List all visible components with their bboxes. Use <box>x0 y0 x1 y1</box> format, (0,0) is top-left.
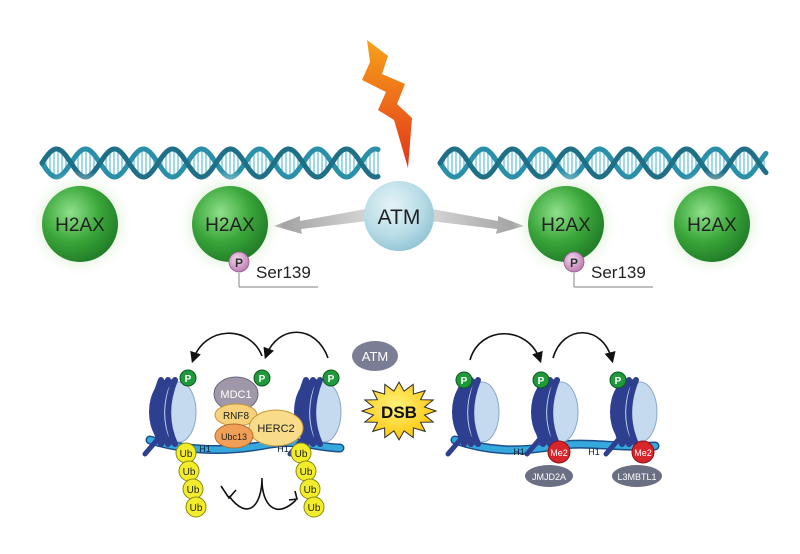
ub-bead: Ub <box>295 460 317 482</box>
phospho-ser139-left: P Ser139 <box>228 251 318 288</box>
me2-label: Me2 <box>634 448 652 458</box>
nucleosome-2 <box>287 377 342 457</box>
mdc1-rnf8-complex: MDC1 RNF8 HERC2 Ubc13 <box>213 376 304 449</box>
dsb-label: DSB <box>381 403 417 422</box>
ser139-label: Ser139 <box>591 263 646 282</box>
phospho-label: P <box>235 256 243 270</box>
ub-label: Ub <box>295 449 308 460</box>
ub-label: Ub <box>300 467 313 478</box>
phospho-mark-5: P <box>532 371 550 389</box>
ub-label: Ub <box>308 503 321 514</box>
curved-arrow-left-2 <box>263 331 329 360</box>
h2ax-label: H2AX <box>55 215 105 236</box>
atm-bottom-label: ATM <box>362 349 388 364</box>
mdc1-label: MDC1 <box>220 389 251 401</box>
curved-arrow-ub-spread <box>228 477 297 511</box>
atm-sphere: ATM <box>364 181 434 251</box>
h2ax-label: H2AX <box>541 215 591 236</box>
atm-oval: ATM <box>352 341 398 371</box>
h1-label: H1 <box>513 447 525 457</box>
phospho-label: P <box>615 376 622 387</box>
nucleosome-5 <box>603 377 658 457</box>
h2ax-sphere-4: H2AX <box>658 170 766 278</box>
l3mbtl1-label: L3MBTL1 <box>617 472 656 482</box>
ub-bead: Ub <box>299 478 321 500</box>
phospho-mark-3: P <box>322 369 340 387</box>
ser139-label: Ser139 <box>256 263 311 282</box>
phospho-label: P <box>185 374 192 385</box>
h2ax-sphere-3: H2AX <box>512 170 620 278</box>
atm-label: ATM <box>378 206 421 229</box>
ub-label: Ub <box>190 503 203 514</box>
h2ax-label: H2AX <box>687 215 737 236</box>
nucleosome-layer <box>142 377 658 457</box>
me2-l3mbtl1: Me2 L3MBTL1 <box>612 440 662 487</box>
phospho-mark-4: P <box>455 371 473 389</box>
ub-label: Ub <box>187 485 200 496</box>
dsb-starburst: DSB <box>360 381 438 441</box>
phospho-mark-2: P <box>253 369 271 387</box>
h1-label: H1 <box>277 444 289 454</box>
curved-arrow-left-1 <box>190 332 263 364</box>
phospho-label: P <box>328 374 335 385</box>
ub-bead: Ub <box>182 478 204 500</box>
phospho-mark-6: P <box>609 371 627 389</box>
jmjd2a-label: JMJD2A <box>532 472 566 482</box>
ub-bead: Ub <box>175 442 197 464</box>
phospho-ser139-right: P Ser139 <box>563 251 653 288</box>
phospho-label: P <box>538 376 545 387</box>
lightning-bolt-icon <box>362 40 412 168</box>
ub-bead: Ub <box>185 496 207 518</box>
ub-label: Ub <box>180 449 193 460</box>
ub-bead: Ub <box>290 442 312 464</box>
dna-helix-left <box>39 146 381 180</box>
me2-jmjd2a: Me2 JMJD2A <box>525 440 573 487</box>
h1-label: H1 <box>588 447 600 457</box>
phospho-label: P <box>461 376 468 387</box>
h2ax-sphere-2: H2AX <box>176 170 284 278</box>
phospho-label: P <box>259 374 266 385</box>
h2ax-label: H2AX <box>205 215 255 236</box>
curved-arrow-right-2 <box>552 332 616 364</box>
me2-label: Me2 <box>550 448 568 458</box>
herc2-label: HERC2 <box>257 423 294 435</box>
arrow-atm-to-left-h2ax <box>274 209 368 234</box>
ub-bead: Ub <box>178 460 200 482</box>
phospho-label: P <box>570 256 578 270</box>
ub-label: Ub <box>183 467 196 478</box>
h2ax-sphere-1: H2AX <box>26 170 134 278</box>
nucleosome-3 <box>445 377 500 457</box>
ub-label: Ub <box>304 485 317 496</box>
curved-arrow-right-1 <box>469 332 543 364</box>
ub-bead: Ub <box>303 496 325 518</box>
rnf8-label: RNF8 <box>223 411 250 422</box>
ubc13-label: Ubc13 <box>221 432 247 442</box>
phospho-mark-1: P <box>179 369 197 387</box>
arrow-atm-to-right-h2ax <box>430 209 524 234</box>
nucleosome-1 <box>142 377 197 457</box>
h1-label: H1 <box>199 444 211 454</box>
